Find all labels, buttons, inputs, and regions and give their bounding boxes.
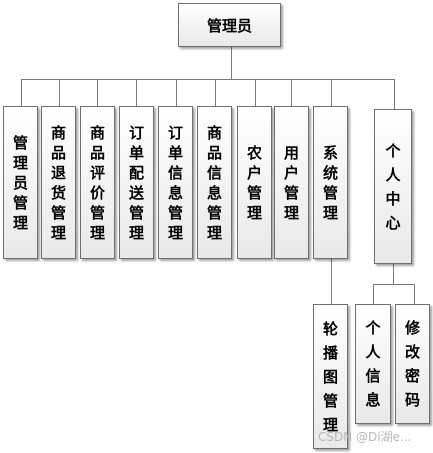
module-label-order-info-manage: 订单信息管理	[168, 123, 184, 242]
drop-line-3	[97, 79, 98, 106]
drop-line-1	[21, 79, 22, 106]
module-label-farmer-manage: 农户管理	[247, 143, 263, 222]
module-node-goods-review-manage: 商品评价管理	[80, 106, 115, 259]
drop-line-6	[215, 79, 216, 106]
sub-label-carousel-manage: 轮播图管理	[323, 319, 339, 434]
module-label-system-manage: 系统管理	[323, 143, 339, 222]
module-node-goods-info-manage: 商品信息管理	[197, 106, 232, 259]
personal-drop-line-2	[414, 284, 415, 304]
root-node: 管理员	[178, 3, 281, 47]
personal-drop-line-1	[373, 284, 374, 304]
drop-line-10	[394, 79, 395, 109]
module-label-order-delivery-manage: 订单配送管理	[129, 123, 145, 242]
module-node-admin-manage: 管理员管理	[3, 106, 38, 259]
drop-line-5	[176, 79, 177, 106]
drop-line-8	[291, 79, 292, 106]
module-node-order-delivery-manage: 订单配送管理	[119, 106, 154, 259]
module-node-system-manage: 系统管理	[313, 106, 348, 259]
root-node-label: 管理员	[206, 16, 252, 35]
personal-stem-line	[393, 264, 394, 284]
module-node-order-info-manage: 订单信息管理	[158, 106, 193, 259]
sub-node-personal-info: 个人信息	[355, 304, 391, 424]
module-node-personal-center: 个人中心	[374, 109, 412, 264]
module-label-goods-return-manage: 商品退货管理	[51, 123, 67, 242]
root-stem-line	[231, 47, 232, 79]
sub-node-carousel-manage: 轮播图管理	[313, 304, 348, 449]
module-node-goods-return-manage: 商品退货管理	[41, 106, 76, 259]
personal-bus-line	[373, 284, 415, 285]
drop-line-2	[59, 79, 60, 106]
module-label-user-manage: 用户管理	[284, 143, 300, 222]
module-label-personal-center: 个人中心	[385, 141, 401, 232]
sub-node-change-password: 修改密码	[395, 304, 430, 424]
module-label-admin-manage: 管理员管理	[13, 133, 29, 232]
module-node-user-manage: 用户管理	[274, 106, 309, 259]
module-node-farmer-manage: 农户管理	[237, 106, 272, 259]
drop-line-4	[136, 79, 137, 106]
drop-line-9	[331, 79, 332, 106]
sub-label-personal-info: 个人信息	[365, 319, 381, 409]
csdn-watermark: CSDN @Di湖e...	[318, 430, 412, 444]
system-child-line	[331, 259, 332, 304]
module-label-goods-info-manage: 商品信息管理	[207, 123, 223, 242]
sub-label-change-password: 修改密码	[405, 319, 421, 409]
module-label-goods-review-manage: 商品评价管理	[90, 123, 106, 242]
drop-line-7	[255, 79, 256, 106]
top-bus-line	[21, 79, 394, 80]
